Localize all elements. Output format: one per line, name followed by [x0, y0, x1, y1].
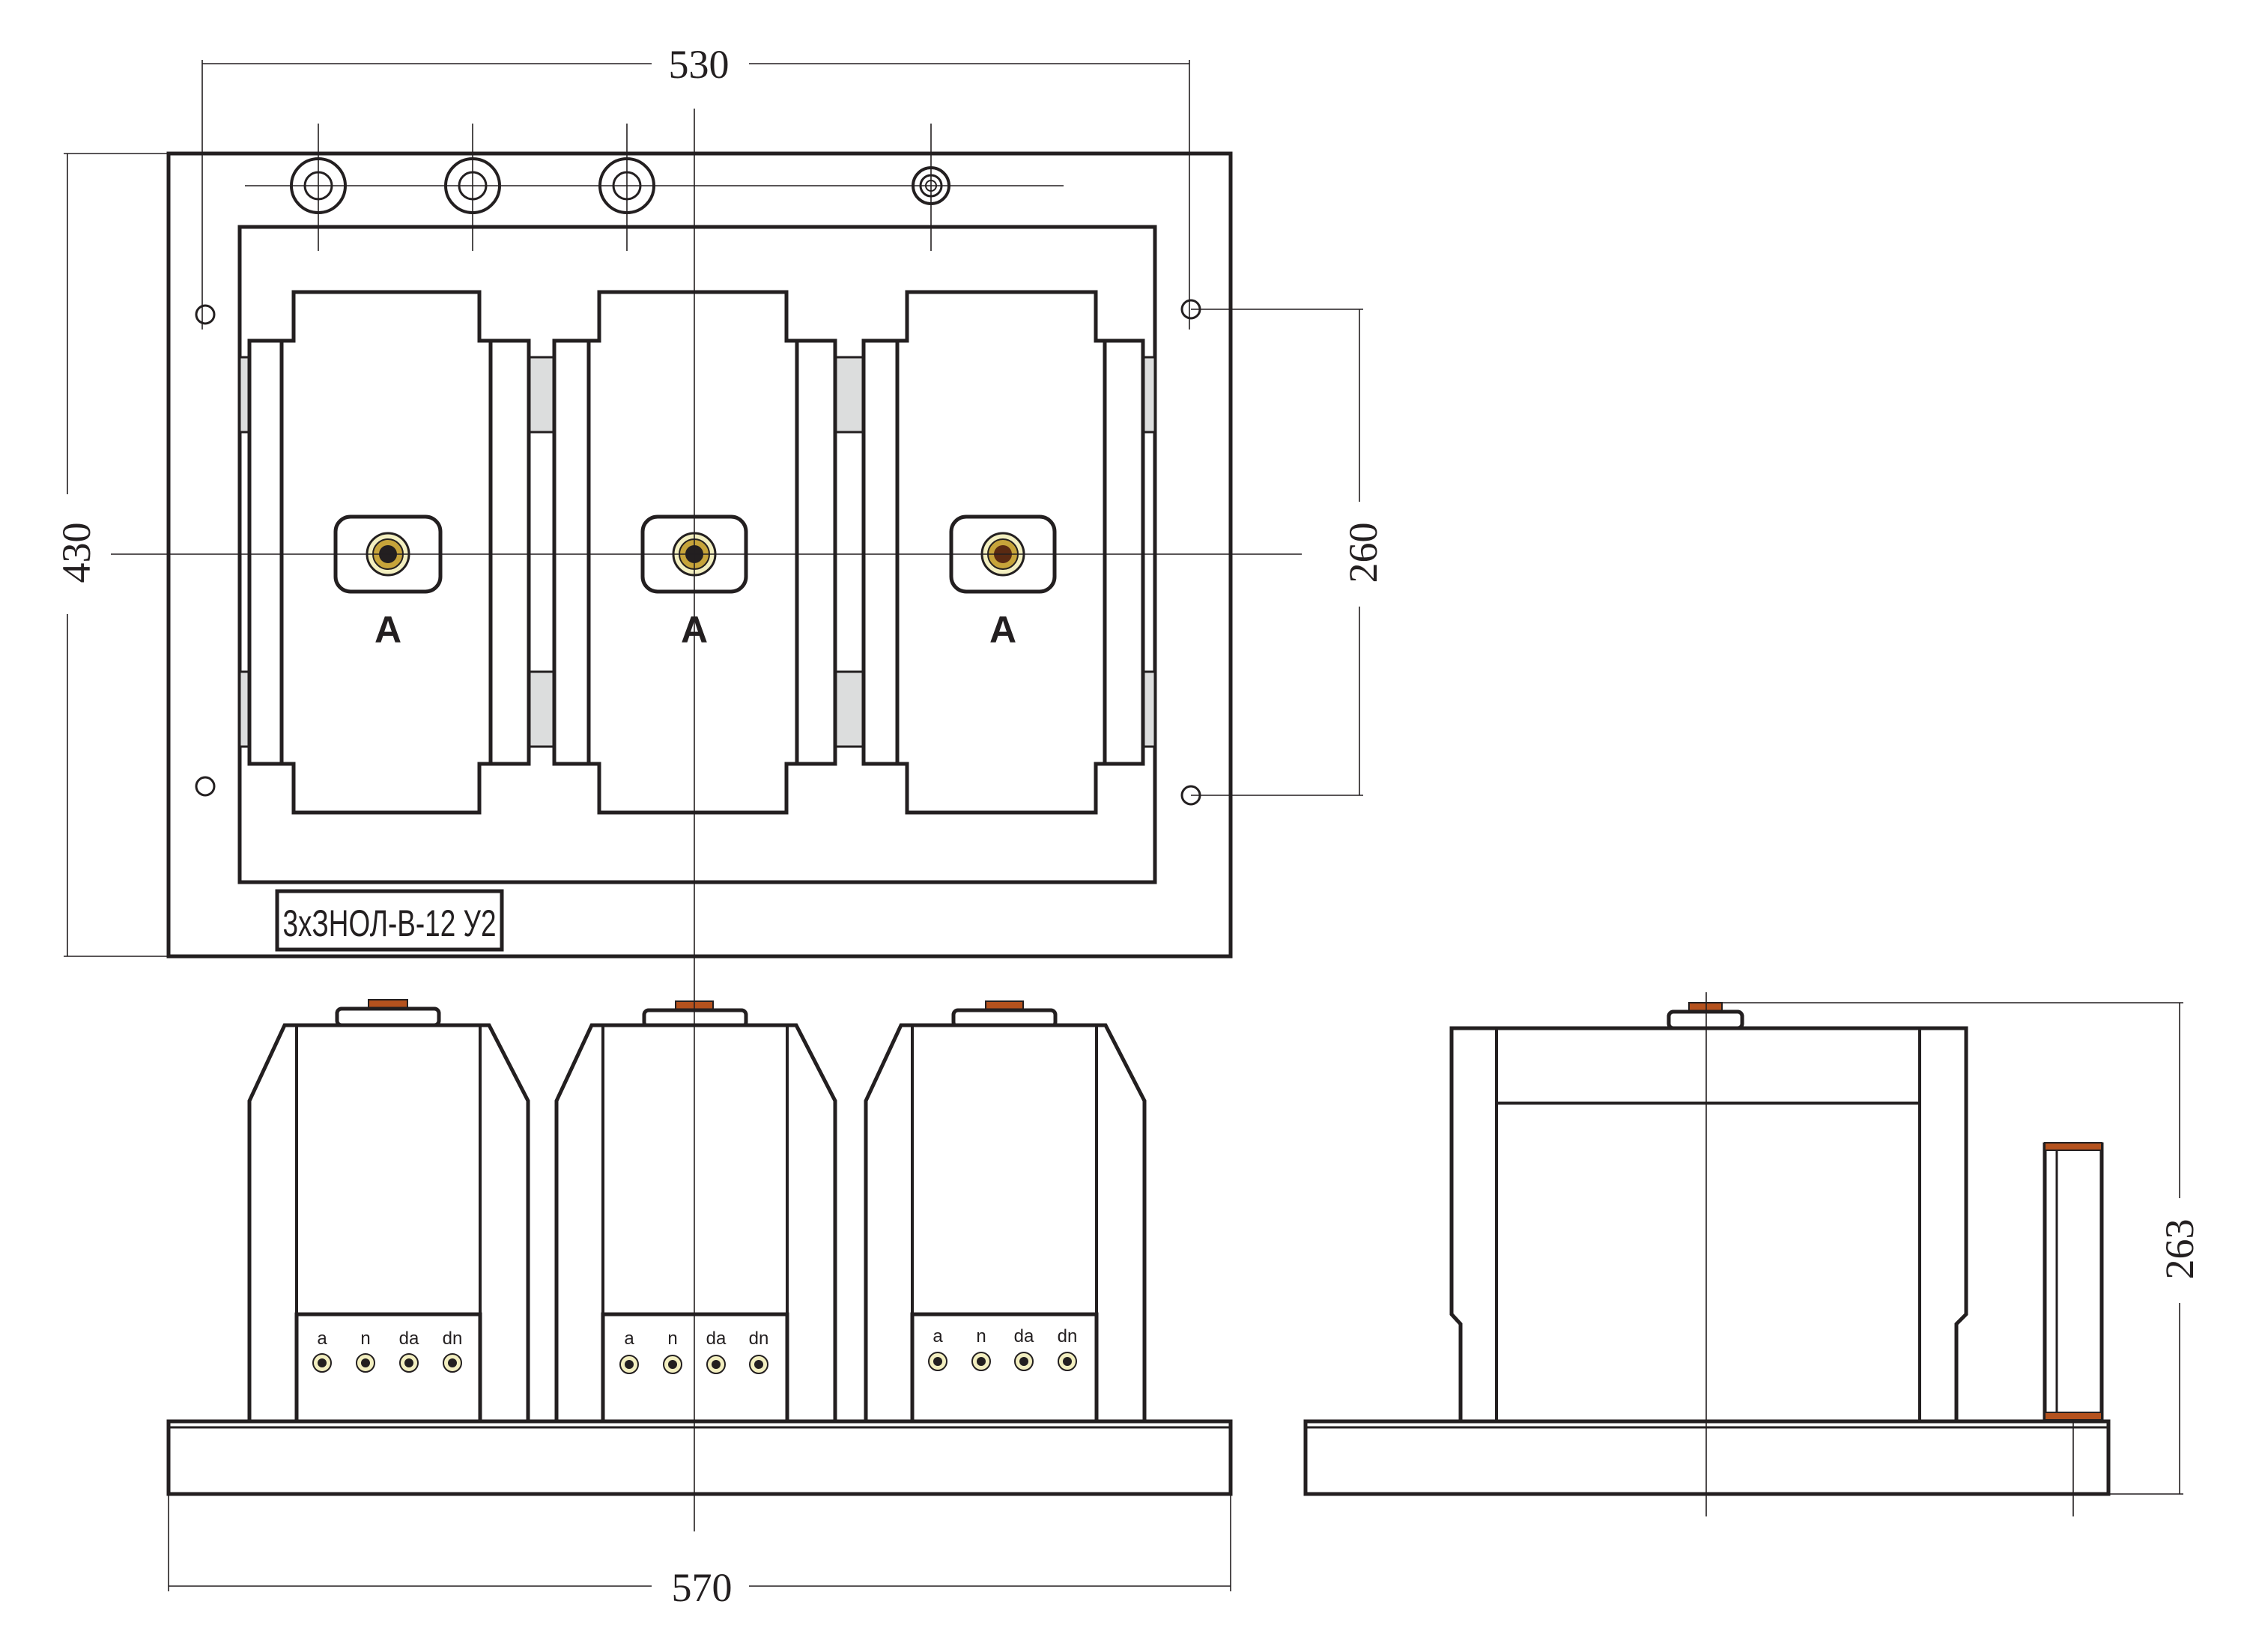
terminal-label-da: da: [1014, 1326, 1034, 1346]
phase-label: A: [374, 609, 401, 651]
dimension-263: 263: [1706, 1002, 2202, 1495]
terminal-label-dn: dn: [749, 1328, 769, 1349]
transformer-unit-front-1: [247, 999, 530, 1424]
terminal-label-da: da: [399, 1328, 419, 1349]
terminal-block-1: a n da dn: [312, 1328, 463, 1373]
support-post: [2043, 1142, 2104, 1422]
dimension-570: 570: [168, 1494, 1231, 1610]
side-view-base: [1303, 1419, 2111, 1496]
spacer-block: [834, 356, 865, 434]
post-cap-top: [2044, 1142, 2102, 1151]
terminal-label-n: n: [667, 1328, 677, 1349]
terminal-label-n: n: [360, 1328, 370, 1349]
dim-label-430: 430: [54, 523, 99, 583]
nameplate: [275, 889, 504, 952]
dimension-530: 530: [201, 42, 1190, 330]
dim-label-530: 530: [669, 42, 730, 87]
dim-label-570: 570: [672, 1565, 733, 1610]
terminal-block-3: a n da dn: [928, 1326, 1078, 1371]
side-view: [1303, 1002, 2111, 1496]
spacer-block: [527, 670, 556, 748]
spacer-block: [527, 356, 556, 434]
terminal-label-n: n: [976, 1326, 986, 1346]
front-view-base: [166, 1419, 1233, 1496]
dim-label-263: 263: [2157, 1219, 2202, 1280]
model-label: 3хЗНОЛ-В-12 У2: [283, 902, 497, 944]
terminal-label-a: a: [624, 1328, 634, 1349]
terminal-label-dn: dn: [1058, 1326, 1078, 1346]
center-lines: [111, 109, 2074, 1531]
terminal-block-2: a n da dn: [619, 1328, 769, 1374]
terminal-label-a: a: [317, 1328, 327, 1349]
dim-label-260: 260: [1341, 523, 1386, 583]
mounting-hole-icon: [195, 304, 216, 325]
top-view: A A A: [166, 151, 1233, 959]
dimension-430: 430: [54, 153, 169, 957]
transformer-unit-plan-2: A: [552, 290, 837, 815]
post-cap-bottom: [2044, 1412, 2102, 1421]
terminal-label-a: a: [933, 1326, 943, 1346]
transformer-unit-plan-3: A: [861, 290, 1145, 815]
transformer-unit-front-3: [864, 1000, 1147, 1424]
spacer-block: [834, 670, 865, 748]
mounting-hole-icon: [195, 776, 216, 797]
transformer-unit-plan-1: A: [247, 290, 531, 815]
transformer-unit-front-2: [554, 1000, 837, 1424]
terminal-label-da: da: [706, 1328, 727, 1349]
dimension-260: 260: [1191, 309, 1386, 796]
terminal-label-dn: dn: [443, 1328, 463, 1349]
front-view: a n da dn a n da dn a n da dn: [166, 999, 1233, 1496]
phase-label: A: [989, 609, 1016, 651]
